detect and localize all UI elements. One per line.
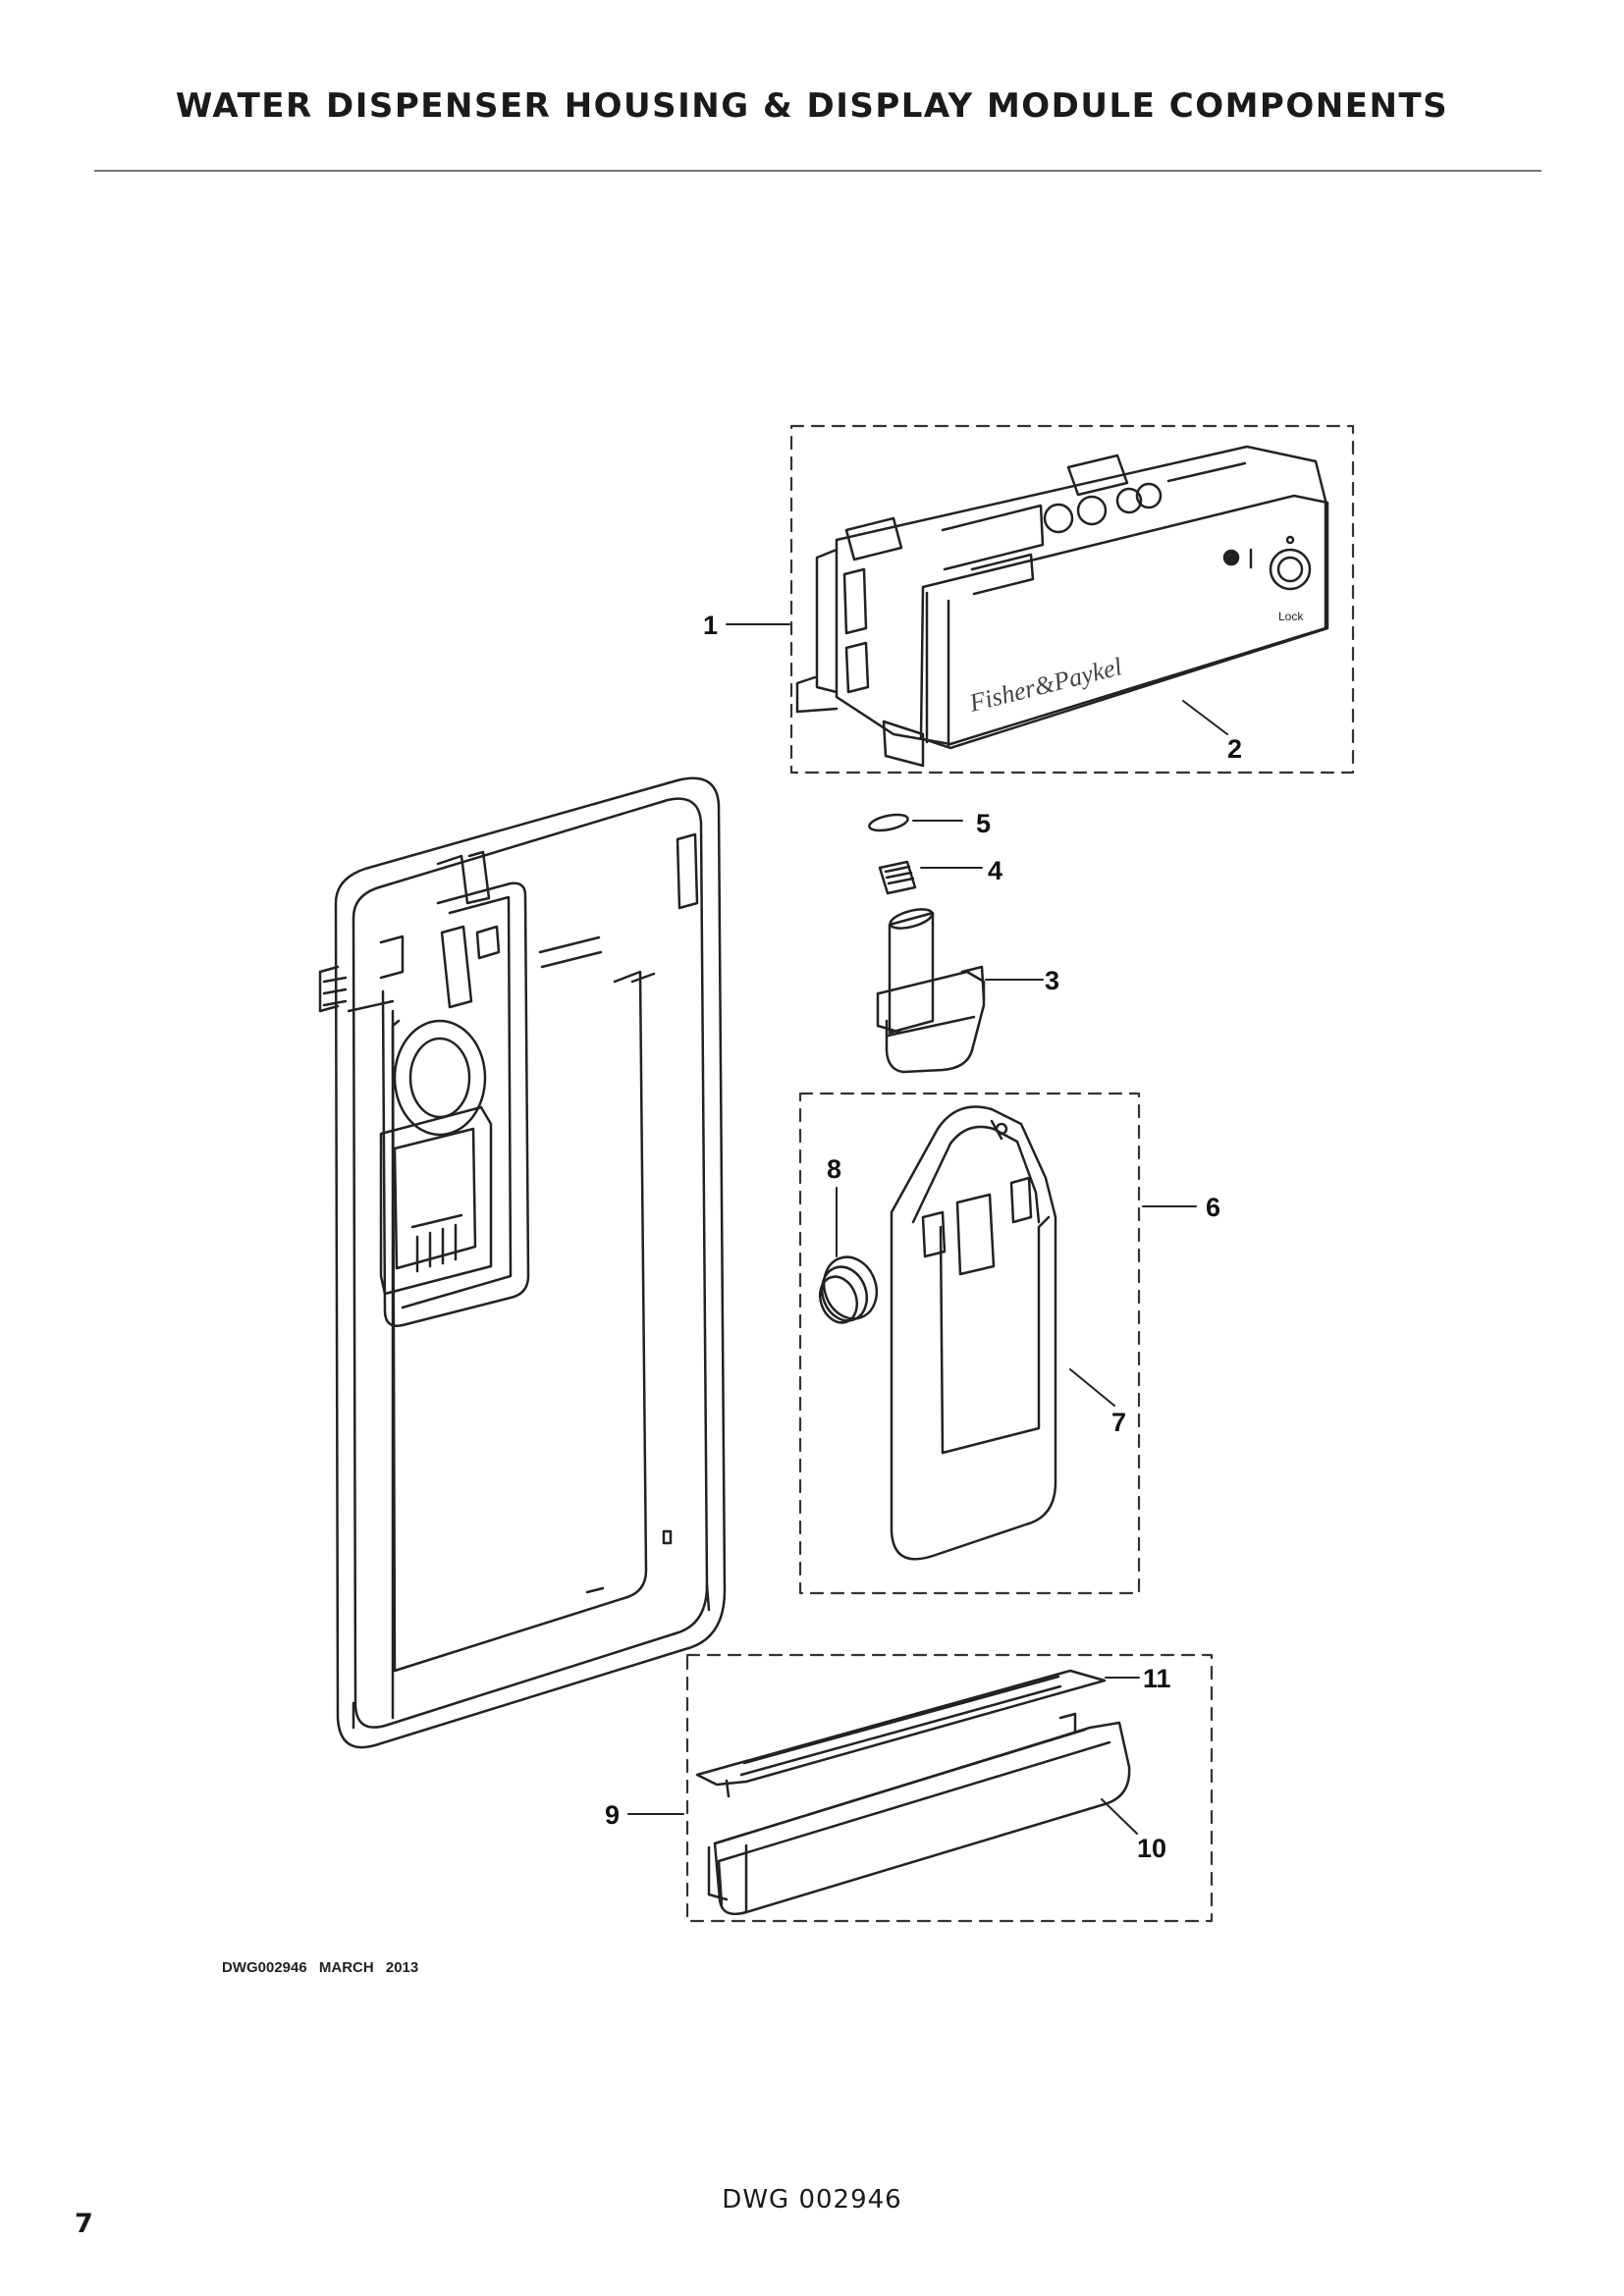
page-number: 7 [75,2209,93,2239]
callout-4: 4 [988,856,1002,885]
page-title: WATER DISPENSER HOUSING & DISPLAY MODULE… [175,86,1449,126]
group-box-paddle-assembly [798,1092,1141,1595]
callout-8: 8 [827,1154,841,1184]
drawing-date-note: DWG002946 MARCH 2013 [222,1959,419,1976]
leader-lines [627,623,1228,1835]
callout-10: 10 [1137,1834,1166,1863]
group-box-display-module [789,424,1355,774]
callout-2: 2 [1227,734,1242,764]
part-8-spring-drawing [818,1255,879,1324]
callout-9: 9 [605,1800,620,1830]
callout-1: 1 [703,611,718,640]
group-box-drip-tray [685,1653,1214,1923]
part-4-grille-drawing [878,860,917,895]
lock-label: Lock [1278,610,1304,623]
document-number: DWG 002946 [722,2185,902,2215]
part-7-paddle-drawing [890,1105,1057,1561]
callout-5: 5 [976,809,991,838]
part-5-seal-drawing [868,813,909,832]
callout-3: 3 [1045,966,1059,995]
brand-logo: Fisher&Paykel [965,652,1124,718]
header-divider [94,170,1542,172]
callout-11: 11 [1143,1664,1171,1693]
dispenser-housing-drawing [318,776,727,1749]
part-3-nozzle-drawing [876,908,986,1074]
drip-tray-drawing [695,1669,1131,1916]
callout-6: 6 [1206,1193,1220,1222]
display-module-drawing [795,445,1329,768]
callout-7: 7 [1111,1408,1126,1437]
